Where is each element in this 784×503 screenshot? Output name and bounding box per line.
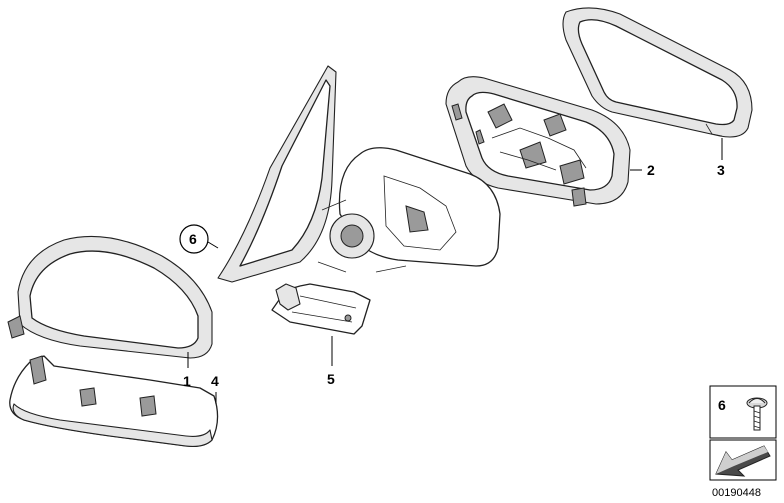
- callout-5: 5: [327, 336, 335, 387]
- callout-4: 4: [211, 373, 219, 404]
- direction-arrow-icon: [715, 445, 771, 477]
- callout-1: 1: [183, 352, 191, 389]
- svg-text:5: 5: [327, 371, 335, 387]
- mirror-cap[interactable]: [7, 235, 213, 359]
- screw-icon: [746, 397, 768, 431]
- legend-box: 6: [709, 385, 777, 439]
- svg-text:4: 4: [211, 373, 219, 389]
- svg-text:1: 1: [183, 373, 191, 389]
- svg-text:6: 6: [189, 231, 197, 247]
- callout-6: 6: [179, 224, 219, 254]
- svg-text:2: 2: [647, 162, 655, 178]
- mirror-glass-carrier[interactable]: [445, 76, 631, 207]
- callout-3: 3: [717, 138, 725, 178]
- document-number: 00190448: [712, 487, 761, 499]
- legend-screw-label: 6: [718, 397, 726, 413]
- lower-trim-indicator[interactable]: [9, 355, 219, 448]
- callout-2: 2: [630, 162, 655, 178]
- mirror-trim-frame[interactable]: [562, 7, 753, 138]
- clip-bracket[interactable]: [271, 283, 371, 335]
- catalog-arrow-box: [709, 439, 777, 481]
- svg-text:3: 3: [717, 162, 725, 178]
- mirror-base-housing: [217, 65, 501, 283]
